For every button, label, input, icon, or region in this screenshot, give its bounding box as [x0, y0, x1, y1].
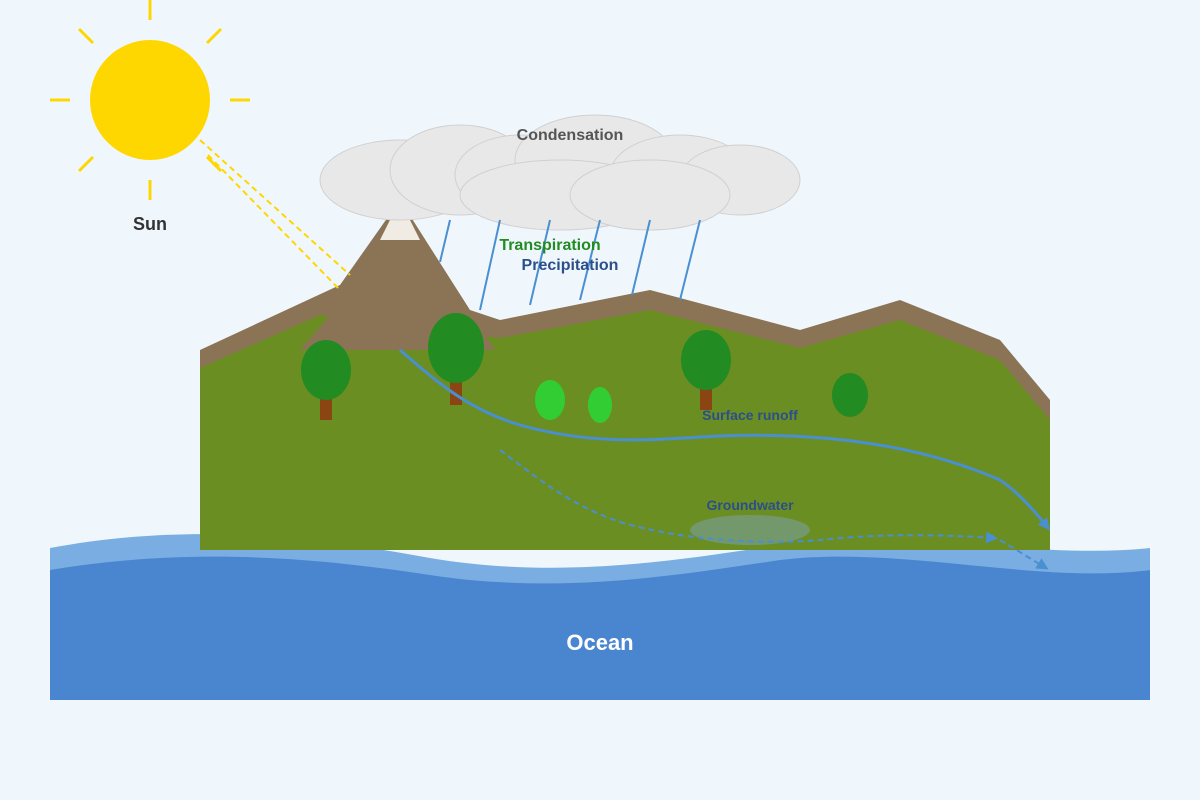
surface-runoff-arrow [399, 348, 1050, 531]
sunlight-beams [199, 139, 351, 291]
tree [301, 340, 351, 420]
transpiration-label: Transpiration [499, 237, 600, 254]
land-grass [200, 310, 1050, 550]
precipitation-rain [439, 219, 701, 311]
land [200, 200, 1050, 550]
groundwater-pool [690, 515, 810, 545]
mountain [300, 200, 495, 350]
sun [50, 0, 351, 291]
bush [535, 380, 565, 420]
ocean-water [50, 556, 1150, 700]
vegetation [301, 313, 868, 423]
surface-runoff-label: Surface runoff [702, 407, 798, 423]
condensation-label: Condensation [517, 127, 624, 144]
sun-label: Sun [133, 214, 167, 234]
ocean-label: Ocean [566, 630, 633, 655]
groundwater-label: Groundwater [706, 497, 794, 513]
clouds [319, 114, 801, 231]
bush [588, 387, 612, 423]
sun-rays [50, 0, 250, 200]
ocean [50, 534, 1150, 700]
precipitation-label: Precipitation [522, 257, 619, 274]
groundwater-to-ocean-arrow [999, 539, 1049, 570]
bush [832, 373, 868, 417]
sun-disc [90, 40, 210, 160]
tree [681, 330, 731, 410]
